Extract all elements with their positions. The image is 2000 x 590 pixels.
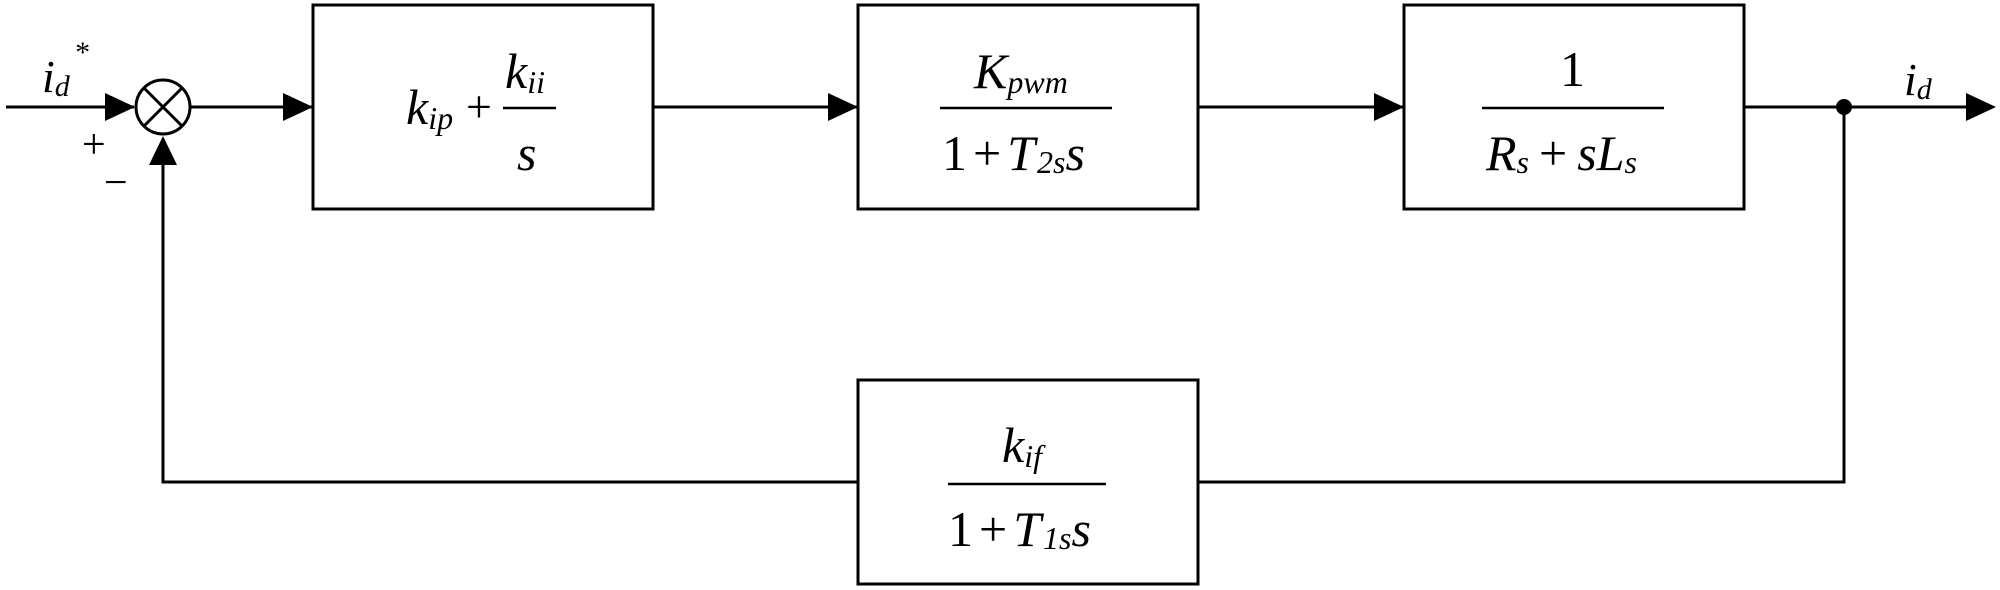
pi-proportional-term: kip	[406, 79, 453, 136]
feedback-wire-left	[161, 165, 858, 484]
arrowhead-icon	[149, 136, 177, 165]
arrowhead-icon	[283, 93, 313, 121]
plant-block: 1 Rs+sLs	[1402, 3, 1746, 211]
pi-controller-block: kip + kii s	[311, 3, 655, 211]
pi-integral-denominator: s	[517, 125, 536, 181]
plant-numerator: 1	[1560, 41, 1585, 97]
input-signal-label: id*	[42, 36, 89, 103]
feedback-wire-right	[1198, 107, 1846, 484]
arrowhead-icon	[828, 93, 858, 121]
arrowhead-icon	[105, 93, 135, 121]
pwm-numerator: Kpwm	[973, 43, 1068, 100]
pwm-block: Kpwm 1+T2ss	[856, 3, 1200, 211]
summing-junction	[134, 78, 192, 136]
arrowhead-icon	[1374, 93, 1404, 121]
plus-sign: +	[82, 122, 106, 168]
pwm-denominator: 1+T2ss	[942, 125, 1085, 181]
feedback-filter-block: kif 1+T1ss	[856, 378, 1200, 586]
output-signal-label: id	[1904, 54, 1933, 106]
branch-point-dot	[1836, 99, 1852, 115]
feedback-denominator: 1+T1ss	[948, 501, 1091, 557]
arrowhead-icon	[1966, 93, 1996, 121]
pi-integral-numerator: kii	[505, 43, 545, 100]
arrowheads	[105, 93, 1996, 165]
minus-sign: −	[104, 160, 128, 206]
plant-denominator: Rs+sLs	[1485, 125, 1637, 181]
signal-wires	[6, 103, 1966, 484]
feedback-numerator: kif	[1002, 417, 1046, 474]
pi-plus-sign: +	[466, 81, 492, 132]
